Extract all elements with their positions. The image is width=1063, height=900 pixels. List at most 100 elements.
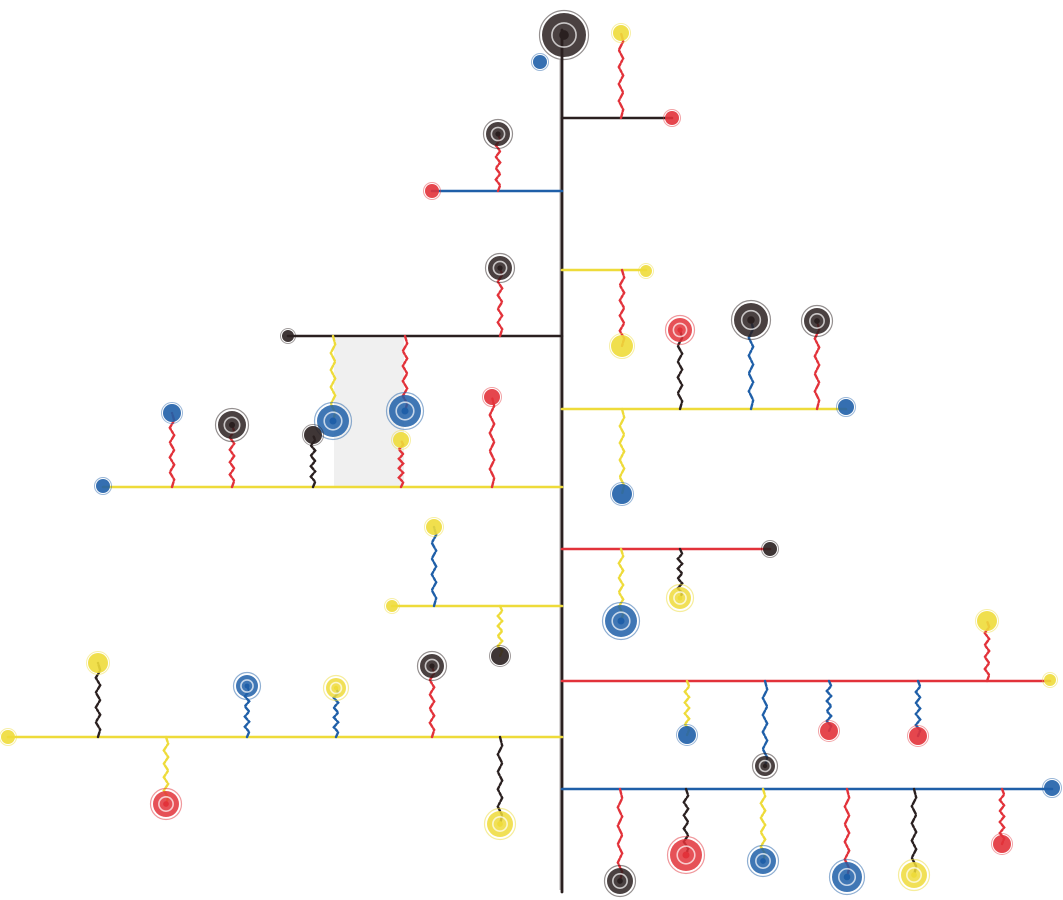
node-halo [603,864,637,898]
stem-line [617,31,625,120]
node-halo [609,333,635,359]
stem-line [983,619,991,683]
node-circle [820,722,838,740]
stem-line [676,328,684,411]
node-ring [492,816,508,832]
stem-line [94,661,102,739]
node-halo [424,517,444,537]
node-halo [836,397,856,417]
node-halo [991,833,1013,855]
node-halo [611,23,631,43]
node-halo [610,482,634,506]
node-ring [612,873,628,889]
node-ring [672,322,688,338]
node-halo [86,651,110,675]
node-ring [158,796,174,812]
node-circle [1,730,15,744]
node-center [497,265,503,271]
node-center [244,683,250,689]
node-halo [828,858,866,896]
stem-line [168,411,176,489]
node-halo [484,252,516,284]
node-center [429,663,435,669]
node-halo [280,328,296,344]
stem-line [914,679,922,738]
node-halo [313,401,353,441]
node-circle [96,479,110,493]
node-halo [1042,672,1058,688]
node-halo [391,430,411,450]
node-circle [993,835,1011,853]
node-circle [665,111,679,125]
stem-line [761,679,769,768]
node-circle [304,426,322,444]
node-halo [761,540,779,558]
node-center [559,30,569,40]
node-circle [386,600,398,612]
node-halo [482,387,502,407]
node-halo [664,314,696,346]
node-halo [94,477,112,495]
stem-line [618,407,626,496]
stem-line [616,787,624,883]
node-halo [1042,778,1062,798]
node-halo [666,835,706,875]
node-circle [909,727,927,745]
node-circle [282,330,294,342]
node-halo [601,601,641,641]
node-halo [665,583,695,613]
stems-group [94,31,1006,883]
node-halo [322,674,350,702]
node-center [911,872,917,878]
node-ring [611,611,631,631]
node-ring [329,681,343,695]
stem-line [618,268,626,348]
node-halo [232,671,262,701]
node-halo [676,724,698,746]
node-ring [240,679,254,693]
nodes-group [0,9,1062,898]
node-ring [673,591,687,605]
node-circle [640,265,652,277]
node-center [843,873,851,881]
node-circle [977,611,997,631]
node-center [814,318,820,324]
node-circle [426,519,442,535]
node-circle [678,726,696,744]
node-center [228,421,236,429]
node-halo [214,407,250,443]
stem-line [813,319,821,411]
node-center [677,595,683,601]
node-center [497,821,503,827]
stem-line [488,395,496,489]
stem-line [496,735,504,826]
node-circle [838,399,854,415]
trunk-group [559,28,564,894]
node-center [677,327,683,333]
node-halo [531,53,549,71]
node-ring [676,845,696,865]
node-center [163,801,169,807]
node-ring [758,759,772,773]
node-center [760,858,766,864]
node-center [682,851,690,859]
node-center [495,131,501,137]
node-halo [730,299,772,341]
node-center [617,617,625,625]
node-center [747,316,755,324]
node-center [762,763,768,769]
stem-line [683,679,691,737]
node-ring [323,411,343,431]
node-center [401,407,409,415]
stem-line [430,525,438,608]
stem-line [998,787,1006,846]
node-ring [424,658,440,674]
node-halo [483,807,517,841]
node-ring [906,867,922,883]
node-halo [663,109,681,127]
node-circle [491,647,509,665]
node-halo [818,720,840,742]
node-circle [88,653,108,673]
node-ring [740,309,762,331]
